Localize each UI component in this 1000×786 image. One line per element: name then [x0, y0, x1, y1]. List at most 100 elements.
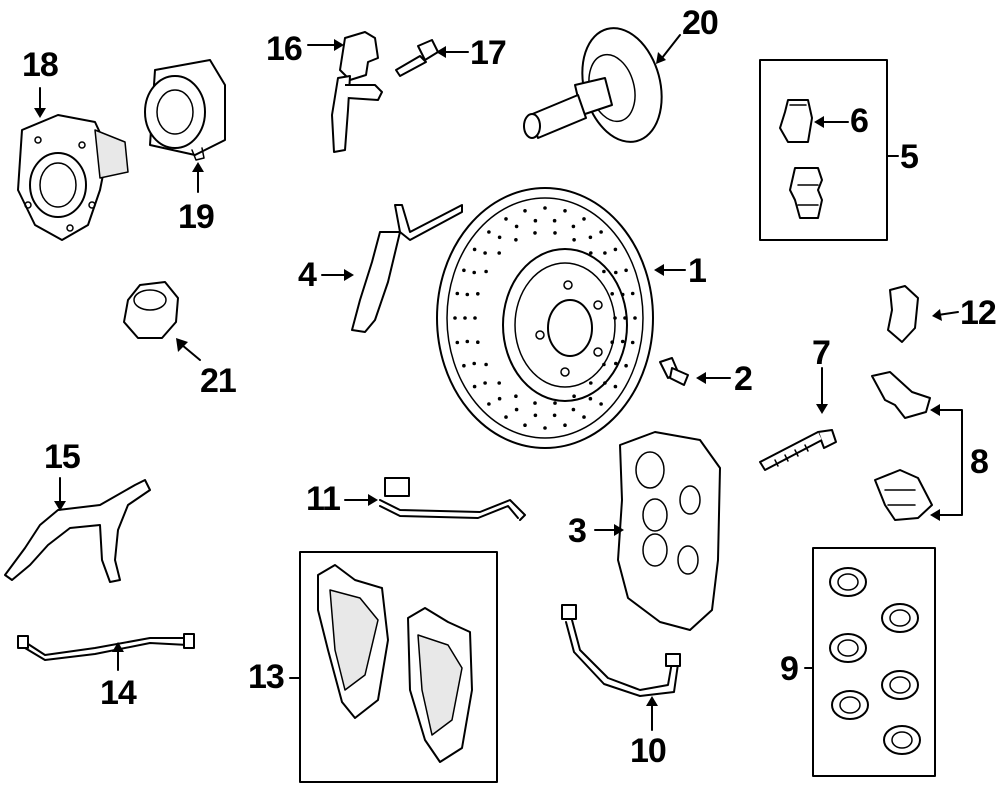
drill-hole: [553, 231, 557, 235]
drill-hole: [543, 426, 547, 430]
callout-12: 12: [960, 294, 997, 332]
callout-17: 17: [470, 34, 507, 72]
drill-hole: [497, 381, 502, 385]
callout-11: 11: [306, 480, 341, 518]
part-17-bolt: [395, 39, 439, 77]
drill-hole: [533, 231, 537, 235]
drill-hole: [523, 423, 527, 428]
drill-hole: [483, 381, 487, 385]
drill-hole: [472, 247, 477, 252]
drill-hole: [514, 238, 518, 242]
callout-1: 1: [688, 252, 707, 290]
callout-21: 21: [200, 362, 237, 400]
drill-hole: [599, 402, 603, 406]
drill-hole: [610, 340, 614, 345]
drill-hole: [582, 217, 586, 221]
drill-hole: [463, 316, 467, 320]
callout-5: 5: [900, 138, 919, 176]
callout-7: 7: [812, 334, 831, 372]
drill-hole: [533, 413, 538, 418]
drill-hole: [620, 339, 625, 344]
part-7-guide-bolt: [759, 429, 837, 471]
part-14-wear-sensor: [17, 633, 195, 661]
drill-hole: [563, 423, 567, 428]
drill-hole: [497, 235, 502, 240]
part-12-clip: [887, 285, 919, 343]
drill-hole: [514, 407, 519, 412]
drill-hole: [514, 394, 518, 399]
part-4-splash-shield: [351, 204, 463, 333]
drill-hole: [571, 224, 576, 229]
drill-hole: [603, 381, 607, 385]
drill-hole: [514, 224, 519, 229]
part-21-nut: [123, 281, 179, 339]
drill-hole: [630, 340, 635, 345]
drill-hole: [624, 363, 628, 368]
leader-lines: [34, 34, 963, 731]
drill-hole: [588, 235, 593, 240]
part-20-axle-hub: [523, 27, 663, 143]
drill-hole: [483, 251, 487, 255]
drill-hole: [497, 251, 502, 255]
part-16-abs-sensor: [331, 31, 383, 153]
part-3-caliper: [617, 431, 721, 631]
part-15-bracket: [4, 479, 151, 583]
callout-13: 13: [248, 658, 285, 696]
drill-hole: [623, 316, 627, 320]
drill-hole: [497, 396, 502, 401]
part-9-box: [812, 547, 936, 777]
callout-3: 3: [568, 512, 587, 550]
drill-hole: [589, 251, 593, 255]
drill-hole: [504, 415, 508, 419]
drill-hole: [472, 270, 477, 275]
part-6-sensor: [779, 99, 823, 219]
part-1-brake-disc: [436, 187, 654, 449]
callout-16: 16: [266, 30, 303, 68]
drill-hole: [465, 339, 470, 344]
drill-hole: [572, 238, 576, 242]
drill-hole: [633, 316, 637, 320]
callout-9: 9: [780, 650, 799, 688]
drill-hole: [589, 381, 593, 385]
drill-hole: [472, 384, 477, 389]
part-11-wear-sensor: [379, 477, 526, 521]
drill-hole: [472, 361, 477, 366]
callout-8: 8: [970, 443, 989, 481]
drill-hole: [552, 218, 557, 223]
drill-hole: [487, 402, 491, 406]
part-10-brake-hose: [561, 604, 681, 697]
callout-4: 4: [298, 256, 317, 294]
drill-hole: [613, 316, 617, 320]
drill-hole: [465, 292, 470, 297]
drill-hole: [588, 396, 593, 401]
drill-hole: [603, 251, 607, 255]
drill-hole: [610, 292, 614, 296]
part-2-screw: [659, 357, 689, 386]
part-8-spring-clips: [871, 371, 933, 521]
drill-hole: [455, 340, 460, 345]
drill-hole: [462, 363, 466, 368]
drill-hole: [602, 362, 606, 367]
drill-hole: [572, 394, 576, 399]
part-13-brake-pads: [317, 564, 473, 763]
drill-hole: [462, 268, 466, 273]
callout-15: 15: [44, 438, 81, 476]
drill-hole: [484, 362, 488, 367]
drill-hole: [613, 384, 618, 389]
drill-hole: [473, 316, 477, 320]
callout-2: 2: [734, 360, 753, 398]
drill-hole: [620, 292, 625, 297]
drill-hole: [599, 230, 603, 234]
drill-hole: [455, 291, 460, 296]
part-18-wheel-hub: [17, 114, 129, 241]
drill-hole: [614, 361, 618, 366]
drill-hole: [533, 401, 537, 405]
callout-18: 18: [22, 46, 59, 84]
part-13-box: [299, 551, 498, 783]
callout-14: 14: [100, 674, 137, 712]
drill-hole: [553, 401, 557, 405]
drill-hole: [571, 407, 576, 412]
drill-hole: [453, 316, 457, 320]
